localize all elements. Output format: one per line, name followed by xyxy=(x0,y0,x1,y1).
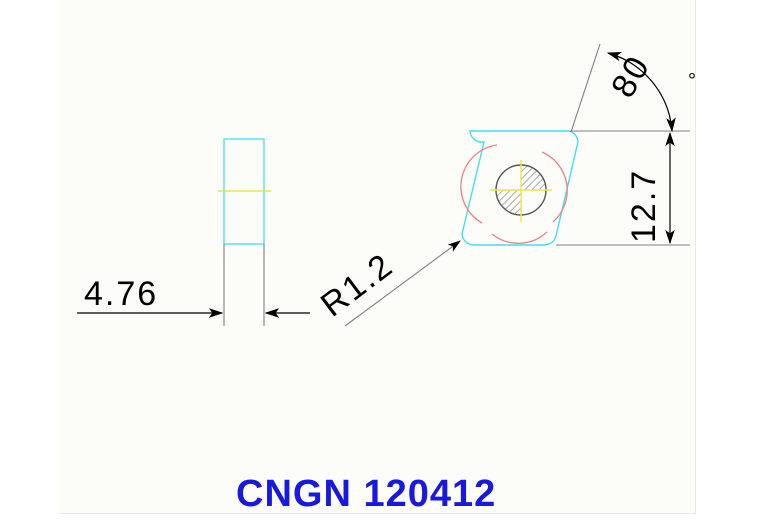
drawing-canvas[interactable] xyxy=(59,0,696,514)
